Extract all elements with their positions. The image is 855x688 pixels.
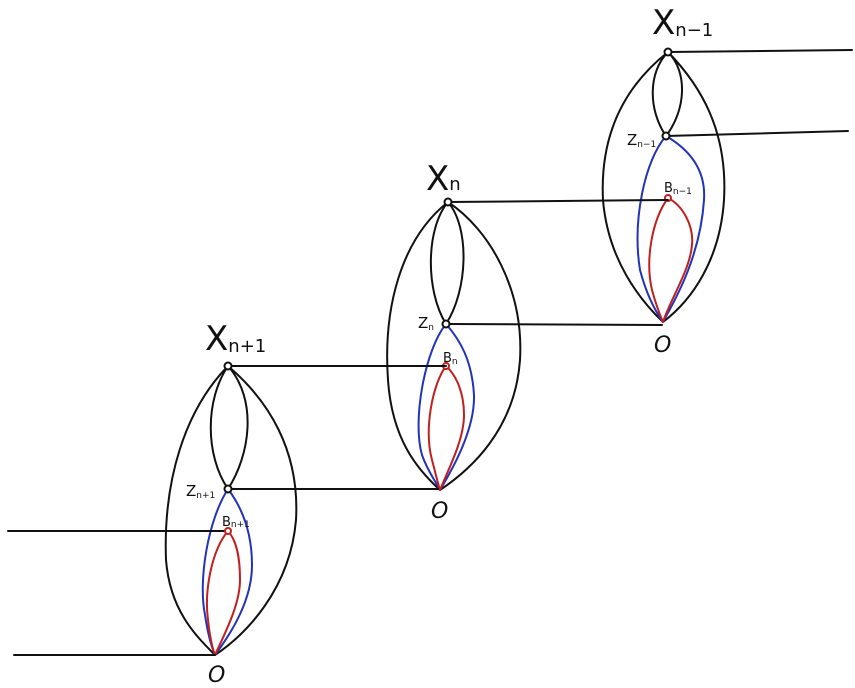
connector-x-to-b-prev — [447, 199, 669, 203]
connector-z-to-o-prev — [445, 323, 663, 326]
vertex-b — [224, 527, 232, 535]
label-origin: O — [208, 663, 225, 688]
outer-lens — [386, 201, 522, 491]
blue-lens — [417, 323, 476, 491]
label-b: Bn−1 — [664, 181, 692, 197]
blue-lens — [636, 135, 706, 323]
vertex-z — [441, 319, 451, 329]
connector-z-to-right — [665, 130, 849, 137]
connector-x-to-right — [667, 49, 853, 53]
vertex-x — [223, 361, 233, 371]
piece-n-plus-1: Xn+1 Zn+1 Bn+1 O — [7, 319, 447, 688]
upper-lens — [429, 201, 465, 325]
label-origin: O — [654, 333, 671, 358]
vertex-x — [443, 197, 453, 207]
label-x: Xn — [426, 159, 461, 199]
red-lens — [206, 530, 241, 656]
vertex-z — [223, 484, 233, 494]
vertex-x — [663, 47, 673, 57]
label-x: Xn−1 — [652, 3, 713, 43]
upper-lens — [209, 365, 249, 490]
label-origin: O — [431, 499, 448, 524]
label-x: Xn+1 — [205, 319, 266, 359]
piece-n: Xn Zn Bn O — [386, 159, 669, 524]
upper-lens — [651, 51, 683, 137]
red-lens — [648, 197, 694, 323]
label-z: Zn — [418, 314, 434, 333]
vertex-z — [661, 131, 671, 141]
piece-n-minus-1: Xn−1 Zn−1 Bn−1 O — [601, 3, 853, 358]
label-z: Zn+1 — [186, 482, 215, 501]
outer-lens — [164, 365, 298, 656]
label-b: Bn — [443, 351, 458, 367]
label-z: Zn−1 — [627, 131, 656, 150]
red-lens — [427, 365, 465, 491]
label-b: Bn+1 — [222, 515, 250, 530]
